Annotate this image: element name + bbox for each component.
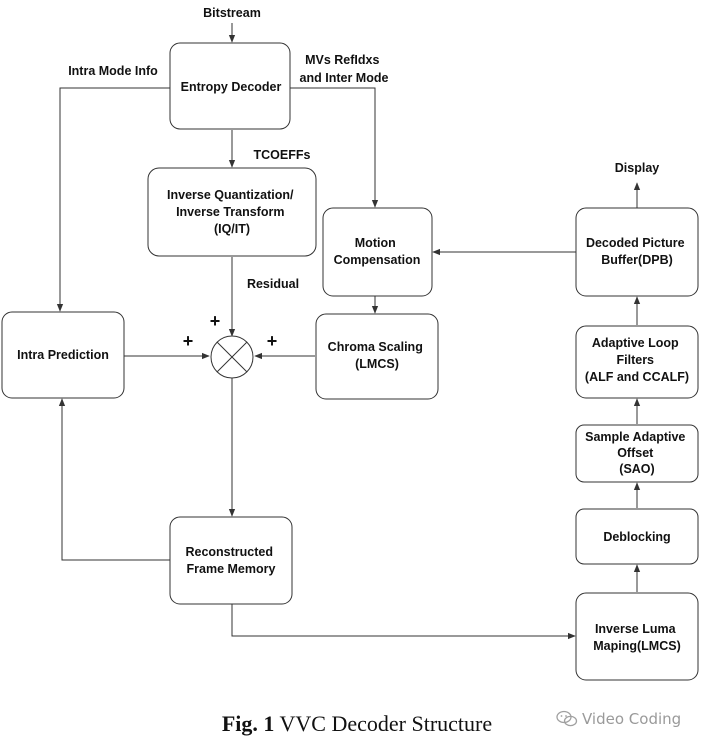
recon-to-luma-arrow [231, 604, 576, 640]
alf-label: Adaptive Loop Filters (ALF and CCALF) [585, 336, 689, 384]
inverse-luma-label: Inverse Luma Maping(LMCS) [593, 622, 680, 653]
motion-compensation-label: Motion Compensation [334, 236, 421, 267]
intra-mode-arrow [56, 87, 170, 312]
intra-prediction-label: Intra Prediction [17, 348, 109, 362]
deblocking-label: Deblocking [603, 530, 670, 544]
intra-prediction-block: Intra Prediction [1, 311, 125, 399]
iq-it-block: Inverse Quantization/ Inverse Transform … [147, 167, 317, 257]
iq-it-label: Inverse Quantization/ Inverse Transform … [167, 188, 297, 236]
plus-sign-right: + [267, 331, 278, 351]
alf-block: Adaptive Loop Filters (ALF and CCALF) [575, 325, 699, 399]
entropy-decoder-label: Entropy Decoder [181, 80, 282, 94]
chroma-scaling-block: Chroma Scaling (LMCS) [315, 313, 439, 400]
caption-number: Fig. 1 [221, 711, 275, 736]
intra-mode-info-label: Intra Mode Info [68, 64, 158, 78]
plus-sign-top: + [210, 311, 221, 331]
dpb-block: Decoded Picture Buffer(DPB) [575, 207, 699, 297]
motion-compensation-block: Motion Compensation [322, 207, 433, 297]
plus-sign-left: + [183, 331, 194, 351]
mvs-label: MVs RefIdxs and Inter Mode [300, 53, 389, 85]
wechat-icon [556, 710, 578, 727]
deblocking-block: Deblocking [575, 508, 699, 565]
entropy-decoder-block: Entropy Decoder [169, 42, 291, 130]
mvs-arrow [290, 87, 379, 208]
reconstructed-frame-memory-block: Reconstructed Frame Memory [169, 516, 293, 605]
chroma-scaling-label: Chroma Scaling (LMCS) [328, 340, 427, 371]
caption-text: VVC Decoder Structure [274, 711, 493, 736]
watermark: Video Coding [556, 710, 681, 728]
bitstream-label: Bitstream [203, 6, 261, 20]
dpb-label: Decoded Picture Buffer(DPB) [586, 236, 688, 267]
sao-block: Sample Adaptive Offset (SAO) [575, 424, 699, 483]
sao-label: Sample Adaptive Offset (SAO) [585, 430, 689, 476]
tcoeffs-label: TCOEFFs [254, 148, 311, 162]
inverse-luma-block: Inverse Luma Maping(LMCS) [575, 592, 699, 681]
reconstructed-frame-memory-label: Reconstructed Frame Memory [185, 545, 276, 576]
residual-label: Residual [247, 277, 299, 291]
watermark-text: Video Coding [582, 710, 682, 728]
display-label: Display [615, 161, 660, 175]
figure-caption: Fig. 1 VVC Decoder Structure [0, 711, 714, 737]
recon-to-intra-arrow [58, 398, 170, 561]
summing-junction [210, 335, 254, 379]
